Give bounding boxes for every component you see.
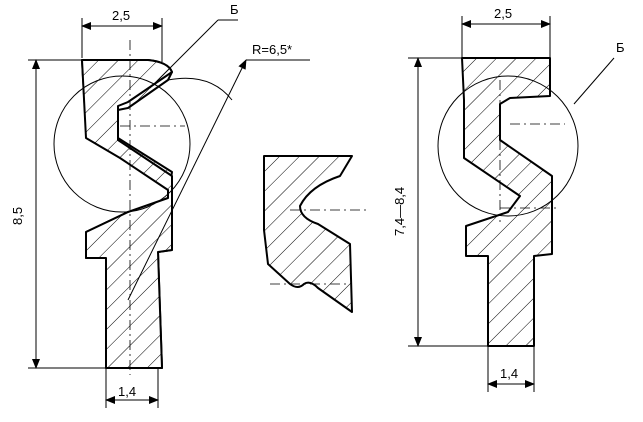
- left-section-label: Б: [230, 2, 239, 17]
- left-part-outer: [81, 59, 173, 369]
- left-radius-arc: [167, 77, 233, 101]
- right-part-section: [461, 57, 553, 347]
- left-height-label: 8,5: [10, 207, 25, 225]
- left-width-label: 2,5: [112, 8, 130, 23]
- right-figure: 2,5 7,4—8,4 1,4 Б: [392, 6, 625, 392]
- left-section-leader: [149, 19, 219, 89]
- left-figure: 2,5 8,5 1,4 Б R=6,5*: [10, 2, 310, 408]
- detail-figure: [263, 155, 366, 313]
- left-radius-leader: [127, 59, 247, 301]
- right-detail-circle: [437, 75, 579, 217]
- left-detail-circle: [53, 75, 191, 213]
- detail-section: [263, 155, 353, 313]
- right-section-leader: [573, 57, 615, 105]
- left-radius-label: R=6,5*: [252, 42, 292, 57]
- right-bottom-label: 1,4: [500, 366, 518, 381]
- right-height-label: 7,4—8,4: [392, 187, 407, 236]
- right-section-label: Б: [616, 40, 625, 55]
- left-bottom-label: 1,4: [118, 384, 136, 399]
- right-width-label: 2,5: [494, 6, 512, 21]
